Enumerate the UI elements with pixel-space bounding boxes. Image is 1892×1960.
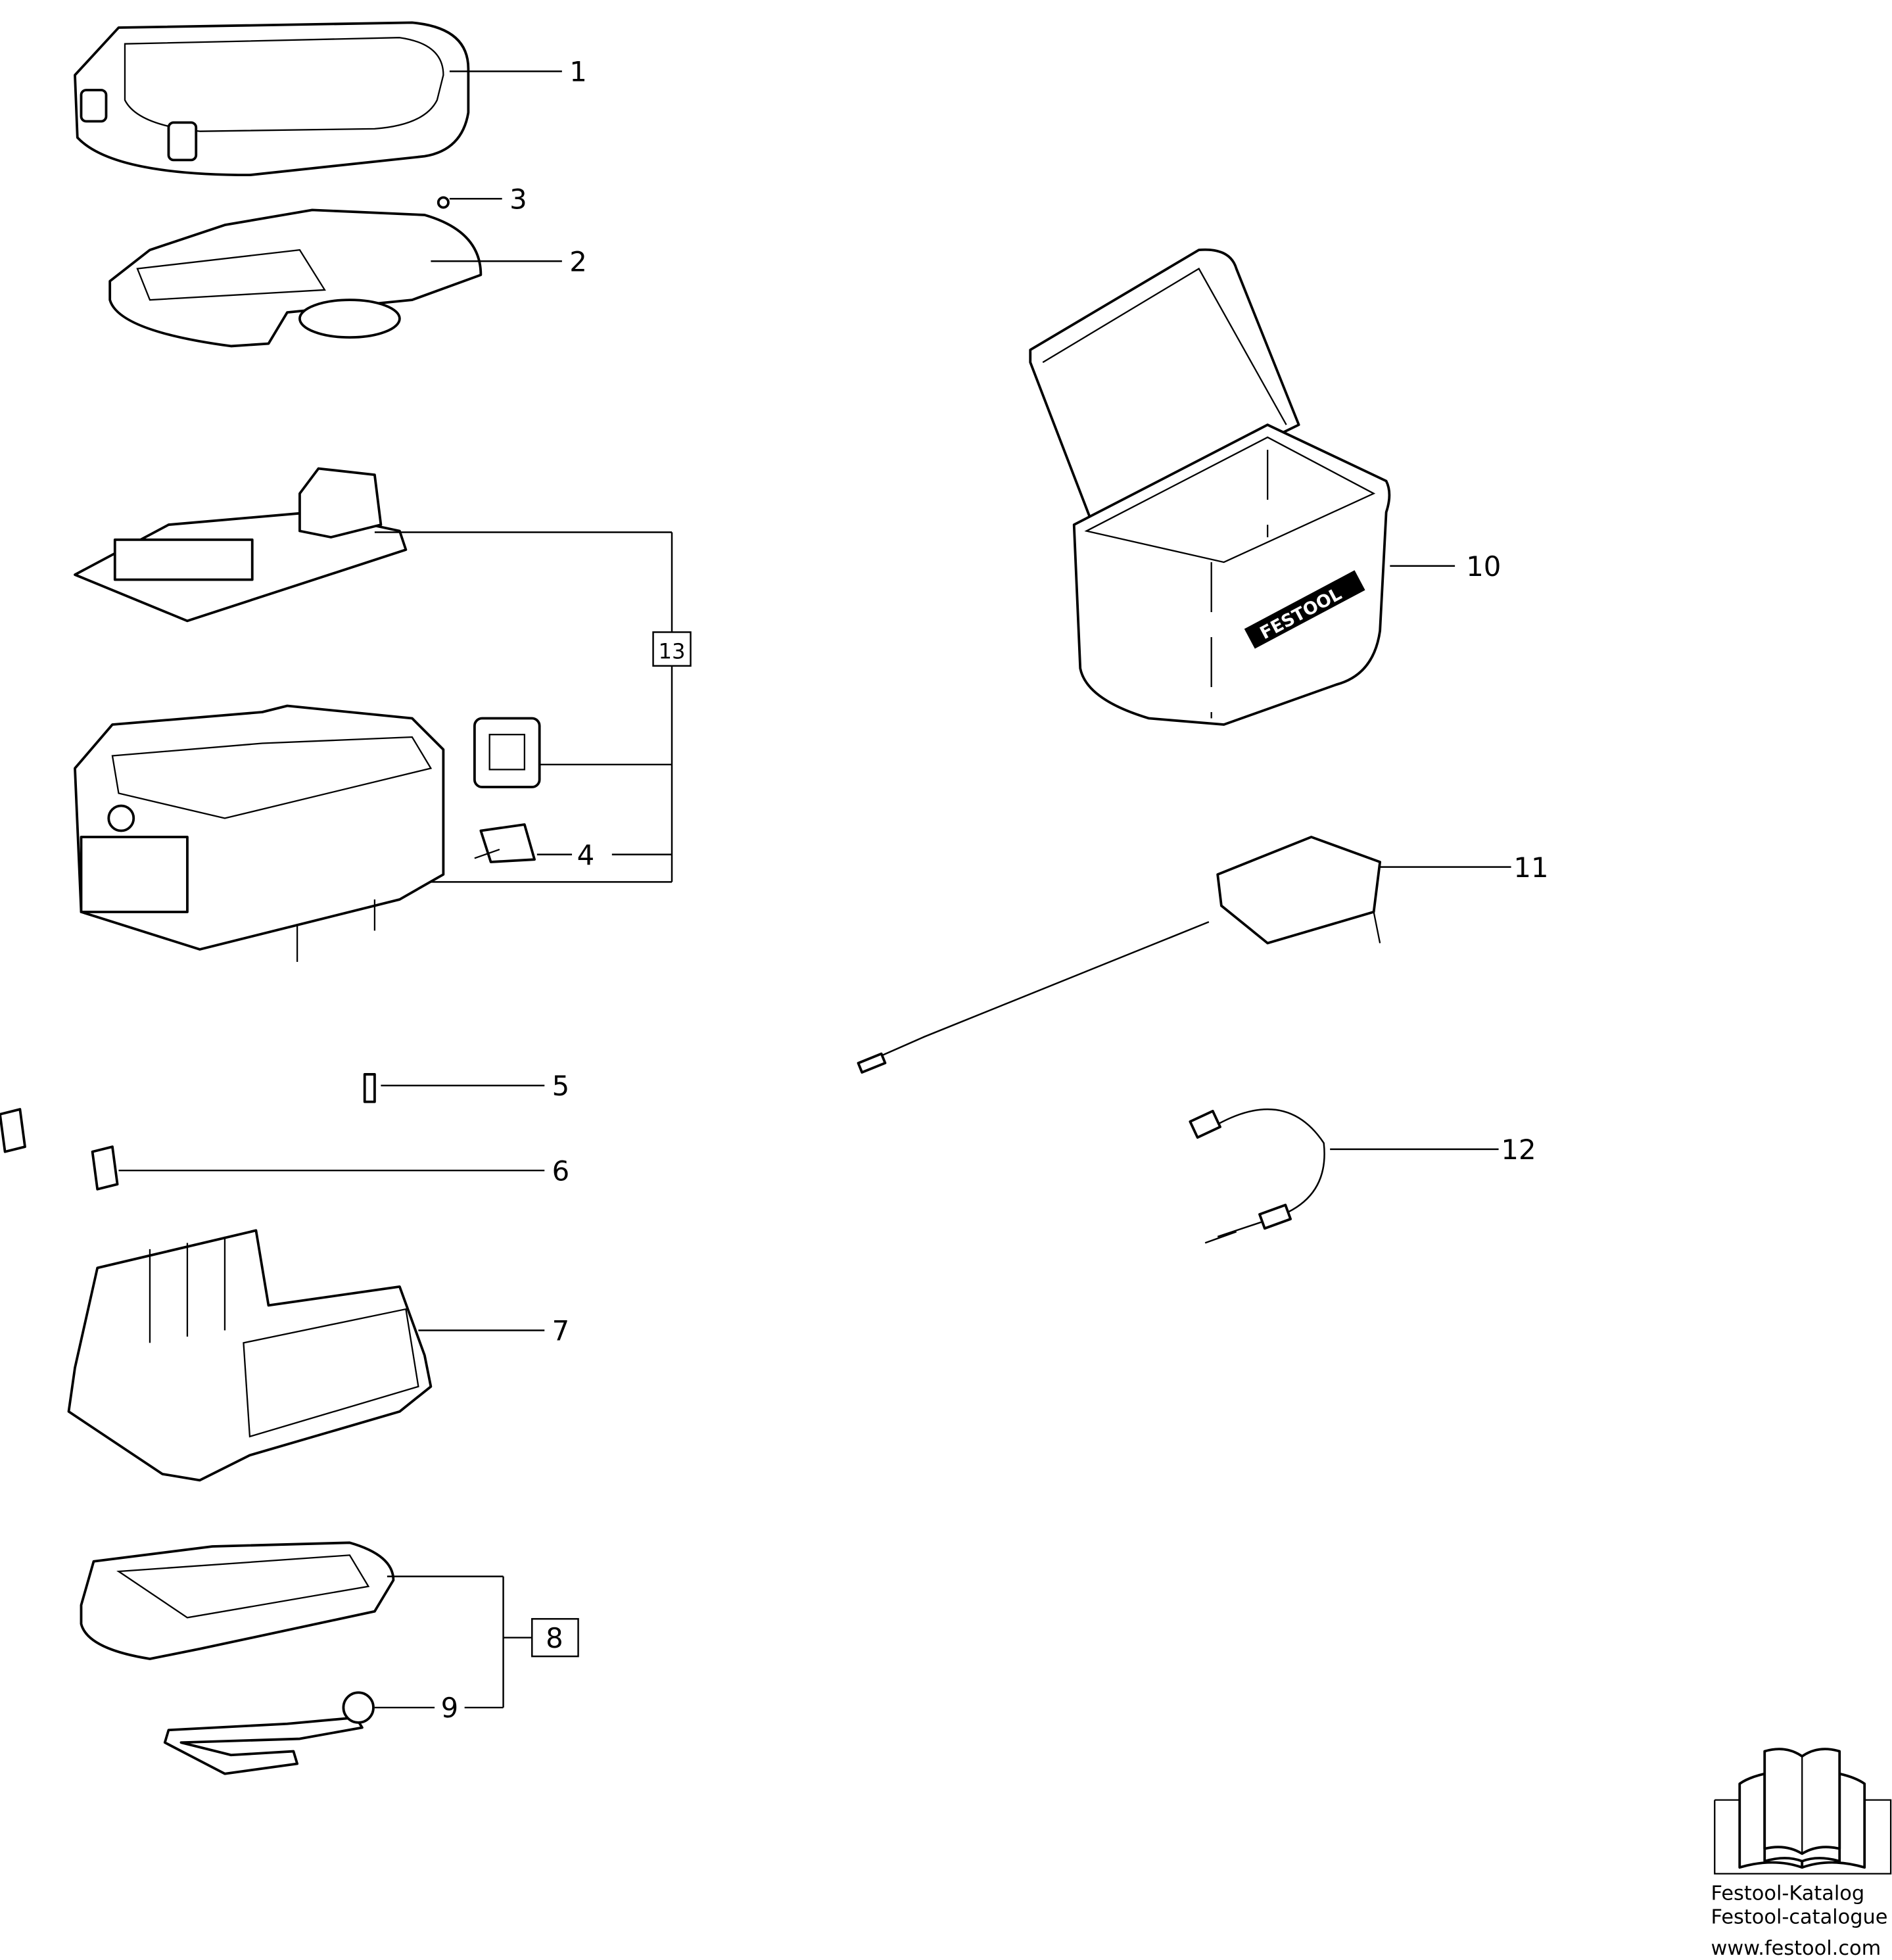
part-4-switch xyxy=(474,823,536,863)
label-2: 2 xyxy=(569,245,587,277)
catalog-url-link[interactable]: www.festool.com xyxy=(1711,1937,1881,1960)
label-5: 5 xyxy=(552,1070,570,1102)
part-number-labels: 1 3 2 13 4 5 6 7 8 9 10 11 12 xyxy=(441,56,1549,1725)
label-12: 12 xyxy=(1501,1134,1536,1166)
label-8: 8 xyxy=(546,1622,563,1654)
part-1-top-frame xyxy=(74,21,470,177)
label-10: 10 xyxy=(1466,550,1501,583)
part-2-control-panel xyxy=(108,208,483,348)
part-3-screw xyxy=(437,196,450,209)
part-6-foot xyxy=(0,1108,119,1191)
catalog-book-icon xyxy=(1714,1748,1892,1875)
part-11-power-adapter xyxy=(857,836,1382,1074)
part-13-rocker xyxy=(473,717,541,788)
label-4: 4 xyxy=(577,839,595,871)
label-11: 11 xyxy=(1513,851,1548,884)
label-9: 9 xyxy=(441,1692,459,1724)
part-7-battery-holder xyxy=(67,1229,433,1482)
part-13-pcb xyxy=(74,467,408,623)
catalog-label-de: Festool-Katalog xyxy=(1711,1882,1865,1905)
leader-lines xyxy=(118,70,1511,1709)
part-8-base xyxy=(80,1541,395,1660)
part-9-bracket xyxy=(163,1691,375,1775)
catalog-label-fr: Festool-catalogue xyxy=(1711,1906,1888,1929)
part-5-screw xyxy=(363,1073,376,1103)
part-10-storage-box: FESTOOL xyxy=(1029,248,1391,726)
label-7: 7 xyxy=(552,1315,570,1347)
label-13: 13 xyxy=(658,638,685,663)
part-12-audio-cable xyxy=(1189,1108,1325,1244)
label-6: 6 xyxy=(552,1155,570,1187)
label-1: 1 xyxy=(569,56,587,88)
label-3: 3 xyxy=(509,183,527,215)
part-13-housing xyxy=(74,704,445,962)
